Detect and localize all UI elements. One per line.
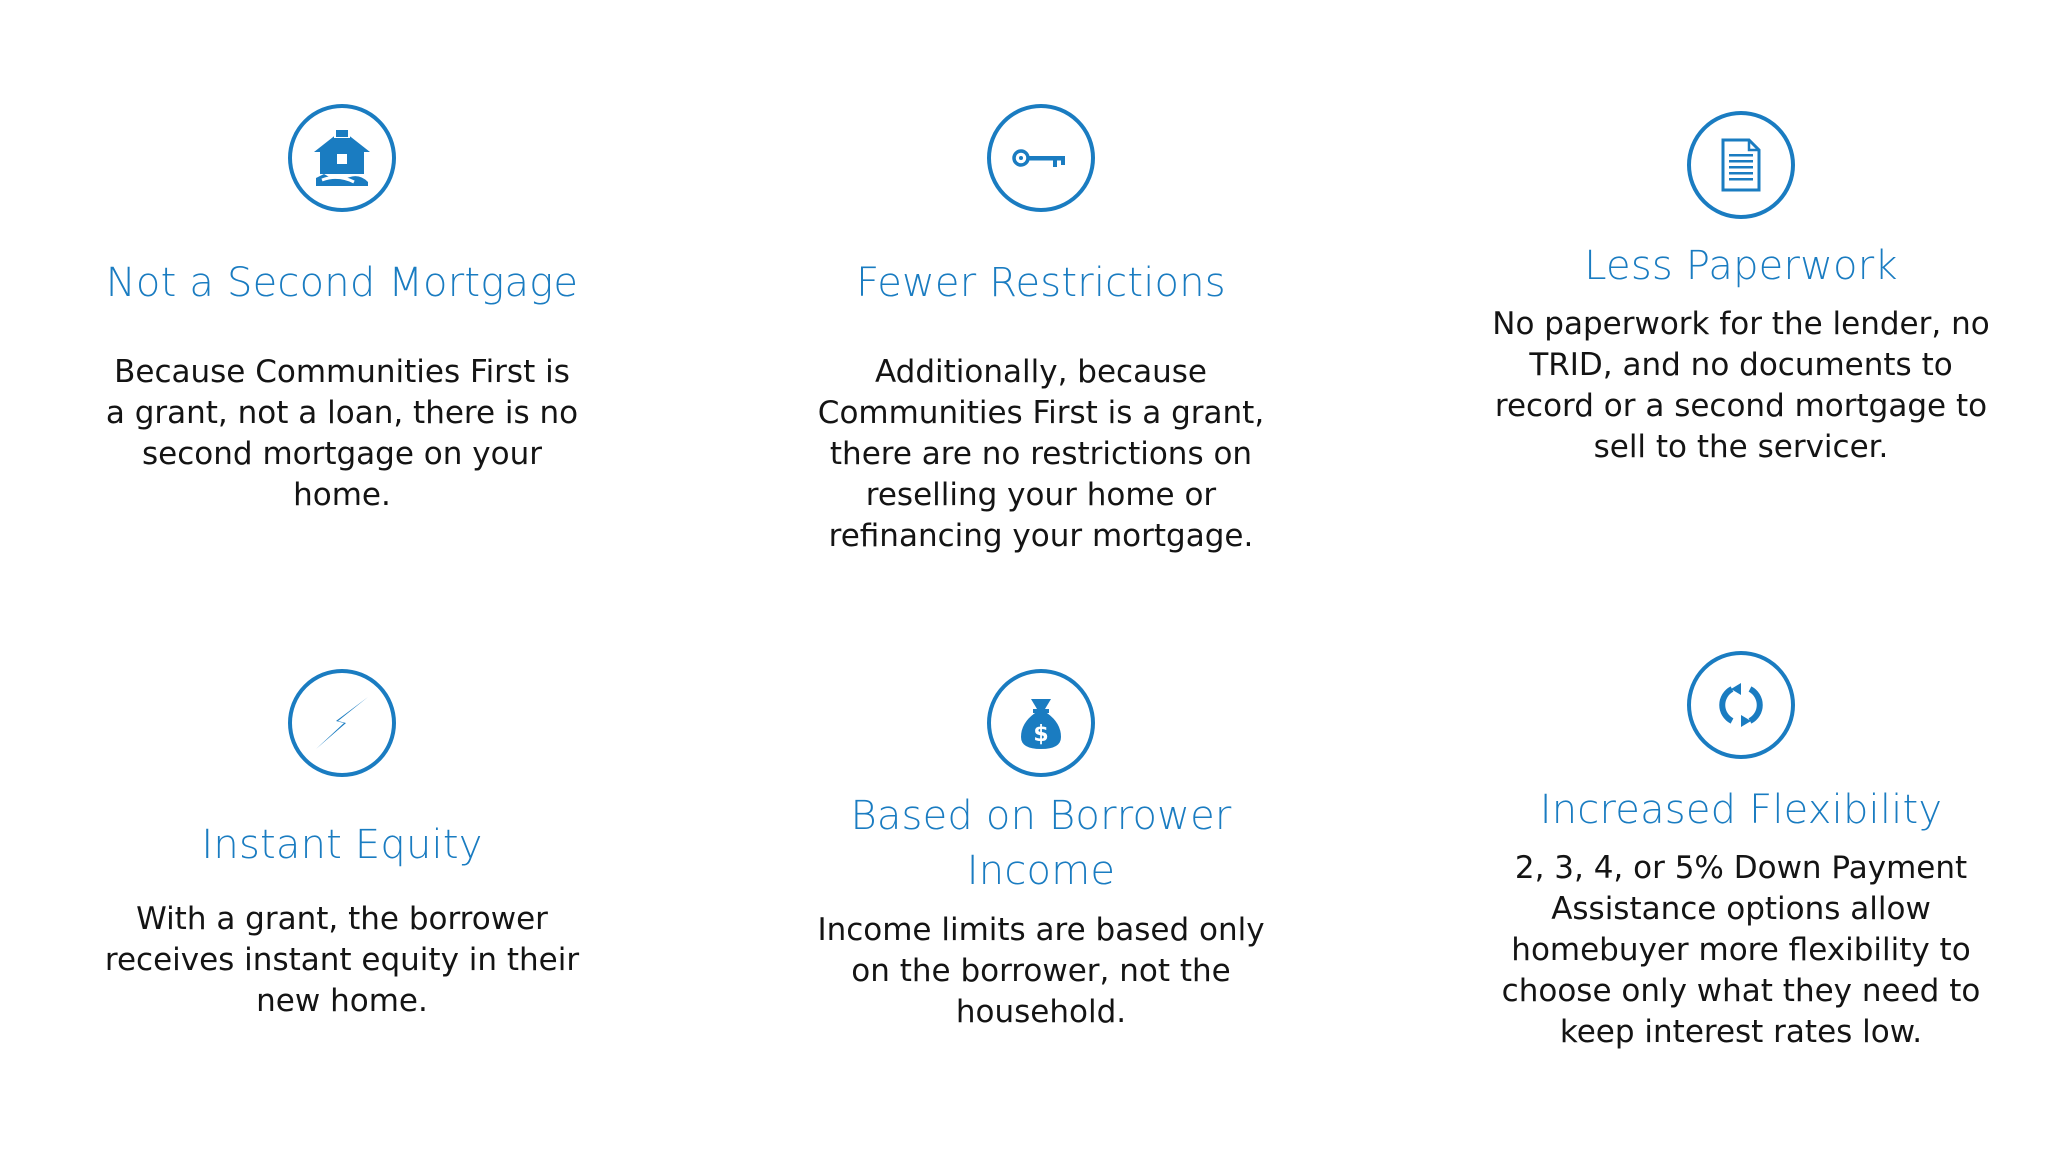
- svg-text:$: $: [1033, 722, 1048, 747]
- feature-description: No paperwork for the lender, no TRID, an…: [1492, 306, 1990, 465]
- feature-description: Because Communities First is a grant, no…: [105, 354, 579, 513]
- lightning-icon-circle: [288, 669, 396, 777]
- refresh-icon-circle: [1687, 651, 1795, 759]
- feature-title: Fewer Restrictions: [856, 260, 1226, 306]
- feature-description: 2, 3, 4, or 5% Down Payment Assistance o…: [1501, 850, 1981, 1050]
- document-icon: [1721, 138, 1761, 192]
- feature-description: Additionally, because Communities First …: [817, 354, 1265, 554]
- money-bag-icon-circle: $: [987, 669, 1095, 777]
- lightning-icon: [316, 697, 368, 749]
- feature-increased-flexibility: Increased Flexibility 2, 3, 4, or 5% Dow…: [1401, 651, 2048, 1053]
- document-icon-circle: [1687, 111, 1795, 219]
- feature-title: Increased Flexibility: [1539, 787, 1943, 833]
- key-icon-circle: [987, 104, 1095, 212]
- feature-fewer-restrictions: Fewer Restrictions Additionally, because…: [701, 104, 1381, 557]
- feature-title: Based on Borrower Income: [850, 793, 1232, 894]
- refresh-icon: [1719, 683, 1763, 727]
- feature-less-paperwork: Less Paperwork No paperwork for the lend…: [1401, 111, 2048, 468]
- feature-instant-equity: Instant Equity With a grant, the borrowe…: [2, 669, 682, 1022]
- feature-title: Less Paperwork: [1584, 243, 1898, 289]
- feature-description: Income limits are based only on the borr…: [817, 912, 1265, 1030]
- house-icon-circle: [288, 104, 396, 212]
- feature-not-a-second-mortgage: Not a Second Mortgage Because Communitie…: [2, 104, 682, 516]
- feature-title: Not a Second Mortgage: [105, 260, 579, 306]
- feature-based-on-borrower-income: $ Based on Borrower Income Income limits…: [701, 669, 1381, 1033]
- house-icon: [314, 128, 370, 186]
- money-bag-icon: $: [1021, 699, 1061, 749]
- feature-description: With a grant, the borrower receives inst…: [104, 901, 580, 1019]
- key-icon: [1012, 149, 1065, 167]
- feature-title: Instant Equity: [201, 822, 483, 868]
